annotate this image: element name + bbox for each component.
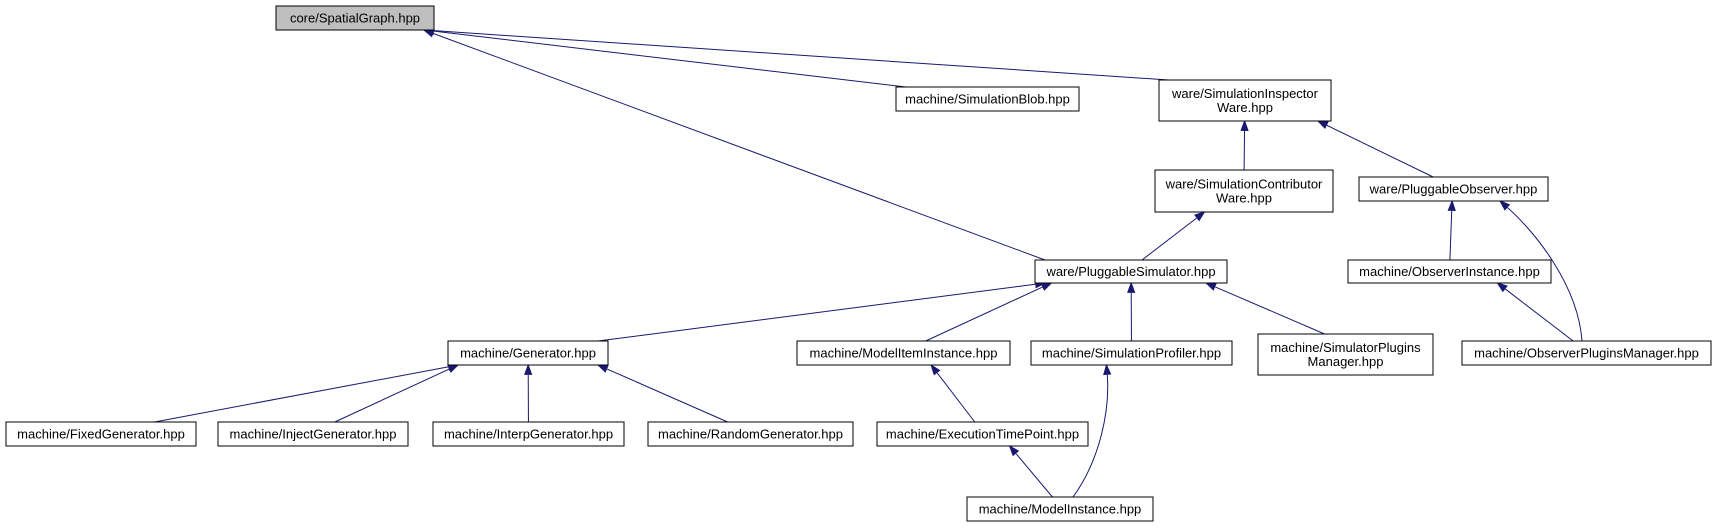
node-box [876,421,1089,447]
node-executiontimepoint[interactable]: machine/ExecutionTimePoint.hpp [876,421,1089,447]
node-box [647,421,854,447]
node-label: core/SpatialGraph.hpp [290,11,420,26]
nodes-layer: core/SpatialGraph.hpp machine/SimulationB… [5,5,1712,522]
edge-pluggablesimulator-to-spatialgraph [422,29,1046,261]
arrowhead [1447,199,1456,212]
node-pluggablesimulator[interactable]: ware/PluggableSimulator.hpp [1034,259,1228,284]
edge-modeliteminstance-to-pluggablesimulator [925,282,1053,342]
arrowhead [1008,444,1020,457]
node-label: Manager.hpp [1308,354,1384,369]
node-interpgenerator[interactable]: machine/InterpGenerator.hpp [432,421,625,447]
node-label: machine/ObserverInstance.hpp [1359,264,1540,279]
edge-siminspector-to-spatialgraph [422,26,1170,81]
node-box [1154,169,1334,213]
node-label: ware/SimulationInspector [1171,86,1319,101]
arrowhead [1194,211,1206,222]
arrowhead [1240,119,1249,131]
edge-simprofiler-to-pluggablesimulator [1127,281,1136,342]
node-label: machine/FixedGenerator.hpp [17,427,185,442]
edge-pluggableobserver-to-siminspector [1316,120,1434,178]
edge-observerinstance-to-pluggableobserver [1447,199,1456,261]
edge-modelinstance-to-executiontimepoint [1008,444,1053,498]
node-box [1158,79,1332,122]
node-label: machine/SimulatorPlugins [1270,340,1421,355]
arrowhead [447,364,460,373]
arrowhead [1316,120,1329,130]
arrowhead [930,363,941,376]
node-box [1347,259,1552,284]
arrowhead [1204,282,1217,291]
node-box [217,421,409,447]
edges-layer [154,26,1583,498]
edge-fixedgenerator-to-generator [154,362,460,423]
node-label: machine/ObserverPluginsManager.hpp [1474,346,1699,361]
node-label: machine/Generator.hpp [460,346,596,361]
node-box [1034,259,1228,284]
node-modelinstance[interactable]: machine/ModelInstance.hpp [966,496,1154,522]
arrowhead [524,363,533,375]
node-label: machine/RandomGenerator.hpp [658,427,843,442]
node-observerpluginsmanager[interactable]: machine/ObserverPluginsManager.hpp [1461,340,1712,366]
arrowhead [1498,200,1511,211]
edge-executiontimepoint-to-modeliteminstance [930,363,976,423]
edge-injectgenerator-to-generator [334,364,460,423]
node-label: machine/SimulationBlob.hpp [905,92,1070,107]
node-label: machine/ExecutionTimePoint.hpp [886,427,1079,442]
node-label: ware/PluggableSimulator.hpp [1045,264,1215,279]
node-label: Ware.hpp [1217,100,1273,115]
edge-randomgenerator-to-generator [596,364,728,423]
node-box [1257,333,1434,376]
node-spatialgraph[interactable]: core/SpatialGraph.hpp [275,5,435,31]
node-randomgenerator[interactable]: machine/RandomGenerator.hpp [647,421,854,447]
node-box [5,421,197,447]
node-box [895,86,1080,112]
node-fixedgenerator[interactable]: machine/FixedGenerator.hpp [5,421,197,447]
arrowhead [1127,281,1136,293]
edge-interpgenerator-to-generator [524,363,533,423]
edge-generator-to-pluggablesimulator [597,280,1047,342]
edge-simpluginsmanager-to-pluggablesimulator [1204,282,1325,335]
node-box [275,5,435,31]
arrowhead [1103,363,1112,376]
edge-observerpluginsmanager-to-observerinstance [1496,282,1574,342]
node-label: machine/InterpGenerator.hpp [444,427,613,442]
node-label: ware/SimulationContributor [1165,177,1323,192]
node-label: machine/SimulationProfiler.hpp [1042,346,1221,361]
node-box [1461,340,1712,366]
node-simblob[interactable]: machine/SimulationBlob.hpp [895,86,1080,112]
arrowhead [1496,282,1508,293]
edge-modelinstance-to-simprofiler [1072,363,1112,498]
node-label: machine/ModelInstance.hpp [979,502,1142,517]
node-generator[interactable]: machine/Generator.hpp [447,340,609,366]
node-label: ware/PluggableObserver.hpp [1369,182,1538,197]
node-simprofiler[interactable]: machine/SimulationProfiler.hpp [1030,340,1233,366]
node-label: machine/InjectGenerator.hpp [230,427,397,442]
node-box [432,421,625,447]
edge-simcontributor-to-siminspector [1240,119,1249,171]
arrowhead [1040,282,1053,291]
node-observerinstance[interactable]: machine/ObserverInstance.hpp [1347,259,1552,284]
node-modeliteminstance[interactable]: machine/ModelItemInstance.hpp [796,340,1011,366]
arrowhead [596,364,609,373]
node-pluggableobserver[interactable]: ware/PluggableObserver.hpp [1358,176,1549,202]
edge-pluggablesimulator-to-simcontributor [1141,211,1206,261]
node-box [447,340,609,366]
edge-observerpluginsmanager-to-pluggableobserver [1498,200,1583,342]
node-box [966,496,1154,522]
node-box [1358,176,1549,202]
node-box [796,340,1011,366]
node-label: Ware.hpp [1216,191,1272,206]
node-injectgenerator[interactable]: machine/InjectGenerator.hpp [217,421,409,447]
node-box [1030,340,1233,366]
node-label: machine/ModelItemInstance.hpp [810,346,998,361]
